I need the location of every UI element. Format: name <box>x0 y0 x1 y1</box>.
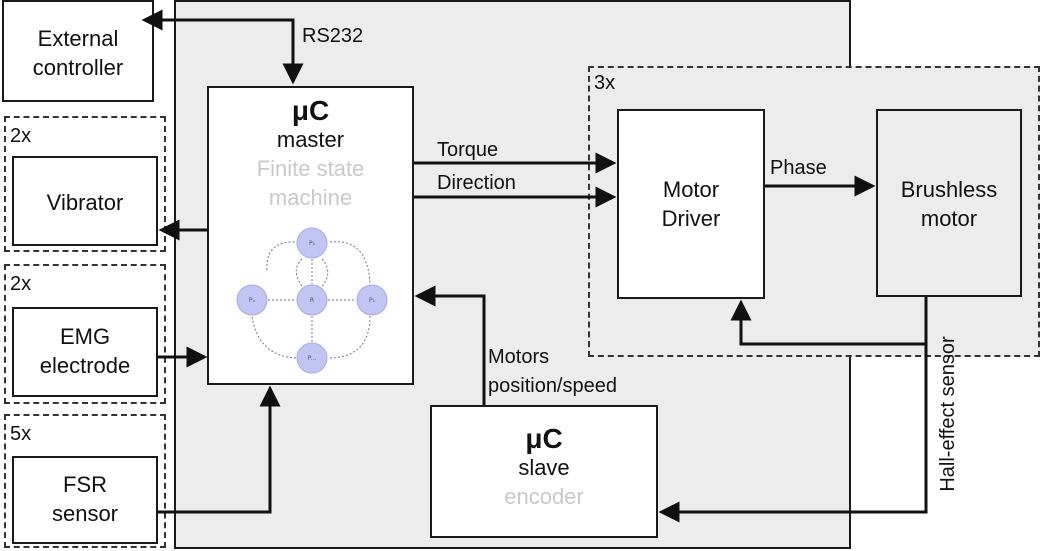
hall-effect-sensor-label: Hall-effect sensor <box>937 336 959 492</box>
brushless-motor-line2: motor <box>920 206 978 231</box>
driver-count: 3x <box>594 72 616 94</box>
master-role: master <box>276 127 345 152</box>
external-controller-line2: controller <box>32 55 124 80</box>
motors-position-label: Motors position/speed <box>488 345 617 398</box>
motors-position-wire <box>414 285 486 405</box>
motors-position-line2: position/speed <box>488 375 617 397</box>
master-sub1: Finite state <box>256 156 365 181</box>
fsm-label-bottom: P... <box>308 355 316 362</box>
slave-role: slave <box>518 455 570 480</box>
hall-feedback-driver-wire <box>730 297 928 346</box>
slave-box <box>430 405 658 538</box>
hall-feedback-slave-wire <box>658 344 928 523</box>
fsr-line1: FSR <box>63 472 107 497</box>
master-sub2: machine <box>268 185 353 210</box>
vibrator-count: 2x <box>10 125 32 147</box>
emg-count: 2x <box>10 273 32 295</box>
vibrator-box <box>12 156 158 246</box>
fsm-label-top: P₁ <box>309 240 316 247</box>
slave-sub: encoder <box>504 484 584 509</box>
brushless-motor-line1: Brushless <box>900 177 998 202</box>
fsm-state-left <box>236 284 268 316</box>
fsr-line2: sensor <box>51 501 119 526</box>
slave-title: μC <box>525 423 563 454</box>
direction-label: Direction <box>437 172 516 194</box>
vibrator-group <box>4 116 166 252</box>
rs232-wire <box>141 9 304 85</box>
brushless-motor-label: Brushless motor <box>876 175 1022 233</box>
emg-box <box>12 307 158 397</box>
emg-line1: EMG <box>59 324 111 349</box>
master-label: μC master Finite state machine <box>207 96 414 212</box>
fsm-state-bottom <box>296 342 328 374</box>
fsm-diagram: P₁ Pₓ R P₁ P... <box>236 227 388 374</box>
motors-position-line1: Motors <box>488 346 550 368</box>
rs232-label: RS232 <box>302 25 364 47</box>
motor-driver-label: Motor Driver <box>617 175 765 233</box>
external-controller-line1: External <box>37 26 119 51</box>
motor-driver-line2: Driver <box>661 206 721 231</box>
brushless-motor-box <box>876 109 1022 297</box>
vibrator-label: Vibrator <box>46 190 124 215</box>
fsr-box <box>12 456 158 544</box>
motor-driver-line1: Motor <box>662 177 720 202</box>
fsm-label-left: Pₓ <box>249 297 256 304</box>
fsr-group <box>4 414 166 548</box>
external-controller-label: External controller <box>2 24 154 82</box>
external-controller-box <box>2 0 154 102</box>
slave-label: μC slave encoder <box>430 424 658 511</box>
fsr-label: FSR sensor <box>12 470 158 528</box>
emg-label: EMG electrode <box>12 322 158 380</box>
emg-group <box>4 264 166 404</box>
motor-driver-box <box>617 109 765 299</box>
fsm-state-top <box>296 227 328 259</box>
fsm-state-right <box>356 284 388 316</box>
fsr-count: 5x <box>10 423 32 445</box>
master-title: μC <box>291 95 330 126</box>
fsr-wire <box>158 385 281 514</box>
phase-label: Phase <box>770 157 827 179</box>
torque-label: Torque <box>437 139 499 161</box>
fsm-label-center: R <box>310 297 314 304</box>
fsm-label-right: P₁ <box>369 297 376 304</box>
emg-line2: electrode <box>39 353 131 378</box>
fsm-state-center <box>296 284 328 316</box>
